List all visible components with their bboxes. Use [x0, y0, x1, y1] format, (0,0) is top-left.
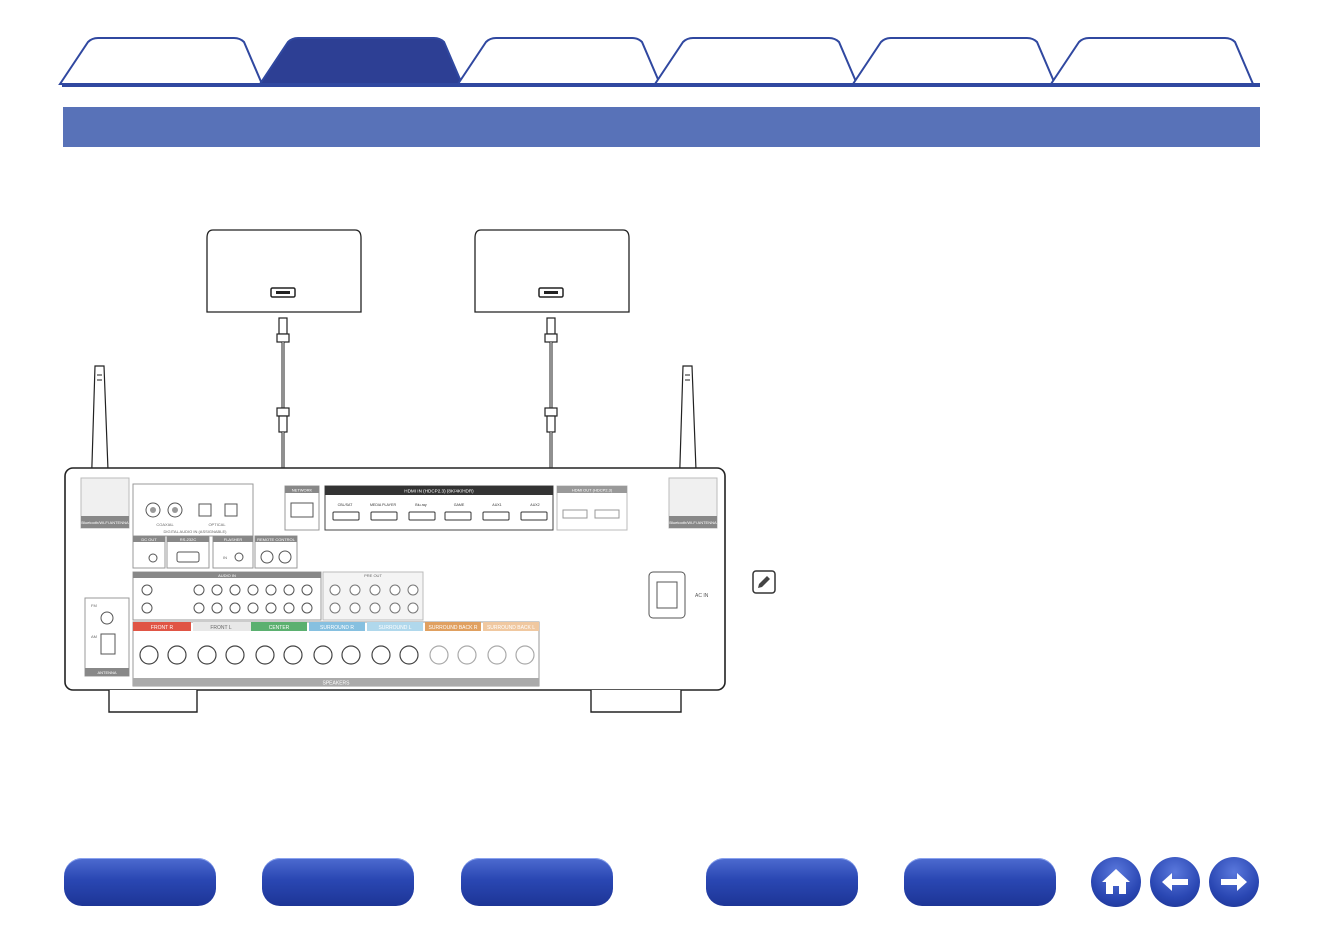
bt-antenna-left-label: Bluetooth/Wi-Fi ANTENNA [80, 477, 130, 529]
dc-out-block: DC OUT [132, 535, 166, 569]
digital-audio-in-block: COAXIAL OPTICAL DIGITAL AUDIO IN (ASSIGN… [132, 483, 254, 537]
svg-text:HDMI IN (HDCP2.3) (8K/4K/HDR): HDMI IN (HDCP2.3) (8K/4K/HDR) [404, 489, 474, 494]
svg-text:IN: IN [223, 555, 227, 560]
receiver-foot [590, 690, 682, 713]
svg-text:MEDIA PLAYER: MEDIA PLAYER [370, 503, 397, 507]
svg-text:FM: FM [91, 603, 97, 608]
svg-text:AUDIO IN: AUDIO IN [218, 573, 236, 578]
audio-in-block: AUDIO IN [132, 571, 322, 621]
svg-text:SURROUND BACK R: SURROUND BACK R [429, 625, 478, 631]
svg-text:NETWORK: NETWORK [292, 488, 313, 493]
svg-text:CENTER: CENTER [269, 625, 290, 631]
flasher-block: FLASHER IN [212, 535, 254, 569]
home-button[interactable] [1091, 857, 1141, 907]
home-icon [1102, 869, 1130, 894]
svg-text:AUX1: AUX1 [492, 503, 501, 507]
tab-5[interactable] [851, 37, 1057, 85]
svg-text:GAME: GAME [454, 503, 465, 507]
device-box-1 [206, 229, 362, 313]
svg-text:RS-232C: RS-232C [180, 537, 197, 542]
back-button[interactable] [1150, 857, 1200, 907]
bottom-nav-button-4[interactable] [706, 858, 858, 906]
svg-text:AM: AM [91, 634, 97, 639]
tab-2-active[interactable] [258, 37, 464, 85]
pencil-icon [752, 570, 776, 594]
svg-text:Blu-ray: Blu-ray [415, 503, 427, 507]
svg-text:AC IN: AC IN [695, 593, 709, 599]
forward-button[interactable] [1209, 857, 1259, 907]
tab-4[interactable] [653, 37, 859, 85]
bottom-nav-button-1[interactable] [64, 858, 216, 906]
bottom-nav-button-5[interactable] [904, 858, 1056, 906]
hdmi-in-panel: HDMI IN (HDCP2.3) (8K/4K/HDR) CBL/SAT ME… [324, 485, 554, 531]
tab-bar [0, 0, 1324, 90]
arrow-left-icon [1162, 873, 1188, 891]
antenna-terminal-block: FM AM ANTENNA [84, 597, 130, 677]
svg-text:SPEAKERS: SPEAKERS [323, 681, 351, 687]
device-box-2 [474, 229, 630, 313]
svg-text:OPTICAL: OPTICAL [208, 522, 226, 527]
svg-text:FRONT R: FRONT R [151, 625, 174, 631]
tab-underline [62, 83, 1260, 87]
svg-text:COAXIAL: COAXIAL [156, 522, 174, 527]
svg-text:DIGITAL AUDIO IN (ASSIGNABLE): DIGITAL AUDIO IN (ASSIGNABLE) [164, 529, 228, 534]
svg-text:Bluetooth/Wi-Fi ANTENNA: Bluetooth/Wi-Fi ANTENNA [81, 520, 129, 525]
svg-text:REMOTE CONTROL: REMOTE CONTROL [257, 537, 296, 542]
ac-in-socket: AC IN [648, 571, 709, 619]
tab-6[interactable] [1049, 37, 1255, 85]
svg-text:HDMI OUT (HDCP2.3): HDMI OUT (HDCP2.3) [572, 488, 613, 493]
speaker-terminals: FRONT R FRONT L CENTER SURROUND R SURROU… [132, 621, 540, 687]
connection-diagram: Bluetooth/Wi-Fi ANTENNA Bluetooth/Wi-Fi … [64, 229, 726, 713]
tab-3[interactable] [456, 37, 662, 85]
hdmi-out-panel: HDMI OUT (HDCP2.3) [556, 485, 628, 531]
svg-text:SURROUND L: SURROUND L [378, 625, 411, 631]
svg-text:FRONT L: FRONT L [210, 625, 232, 631]
svg-text:SURROUND R: SURROUND R [320, 625, 354, 631]
svg-text:SURROUND BACK L: SURROUND BACK L [487, 625, 535, 631]
section-banner [63, 107, 1260, 147]
svg-text:PRE OUT: PRE OUT [364, 573, 382, 578]
svg-text:ANTENNA: ANTENNA [97, 670, 116, 675]
tab-1[interactable] [58, 37, 264, 85]
rs232c-block: RS-232C [166, 535, 210, 569]
network-port: NETWORK [284, 485, 320, 531]
bottom-nav-button-3[interactable] [461, 858, 613, 906]
remote-control-block: REMOTE CONTROL [254, 535, 298, 569]
receiver-foot [108, 690, 198, 713]
svg-text:DC OUT: DC OUT [141, 537, 157, 542]
svg-text:CBL/SAT: CBL/SAT [338, 503, 354, 507]
svg-text:AUX2: AUX2 [530, 503, 539, 507]
pre-out-block: PRE OUT [322, 571, 424, 621]
bottom-nav-button-2[interactable] [262, 858, 414, 906]
bt-antenna-right-label: Bluetooth/Wi-Fi ANTENNA [668, 477, 718, 529]
arrow-right-icon [1221, 873, 1247, 891]
svg-text:FLASHER: FLASHER [224, 537, 243, 542]
svg-text:Bluetooth/Wi-Fi ANTENNA: Bluetooth/Wi-Fi ANTENNA [669, 520, 717, 525]
